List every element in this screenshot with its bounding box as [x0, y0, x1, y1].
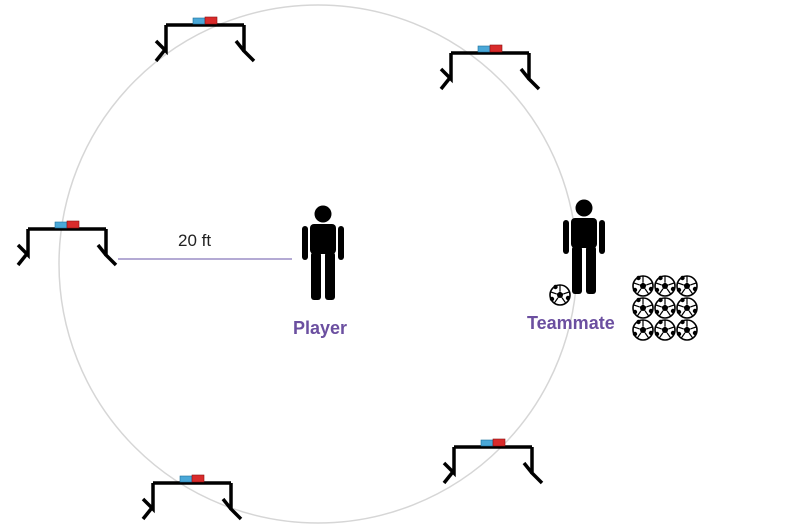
- ball-5: [653, 296, 677, 319]
- goal-bottom-left: [141, 473, 243, 521]
- ball-1: [631, 274, 655, 297]
- ball-4: [631, 296, 655, 319]
- teammate-ball: [548, 283, 572, 306]
- player-figure: [302, 205, 344, 300]
- ball-3: [675, 274, 699, 297]
- teammate-figure: [563, 199, 605, 294]
- ball-stack: [631, 274, 699, 341]
- goal-top-left: [154, 15, 256, 63]
- player-label: Player: [293, 318, 348, 338]
- ball-7: [631, 318, 655, 341]
- ball-6: [675, 296, 699, 319]
- ball-8: [653, 318, 677, 341]
- goal-bottom-right: [442, 437, 544, 485]
- ball-2: [653, 274, 677, 297]
- distance-label: 20 ft: [178, 231, 212, 250]
- goal-top-right: [439, 43, 541, 91]
- teammate-label: Teammate: [527, 313, 615, 333]
- goal-left: [16, 219, 118, 267]
- ball-9: [675, 318, 699, 341]
